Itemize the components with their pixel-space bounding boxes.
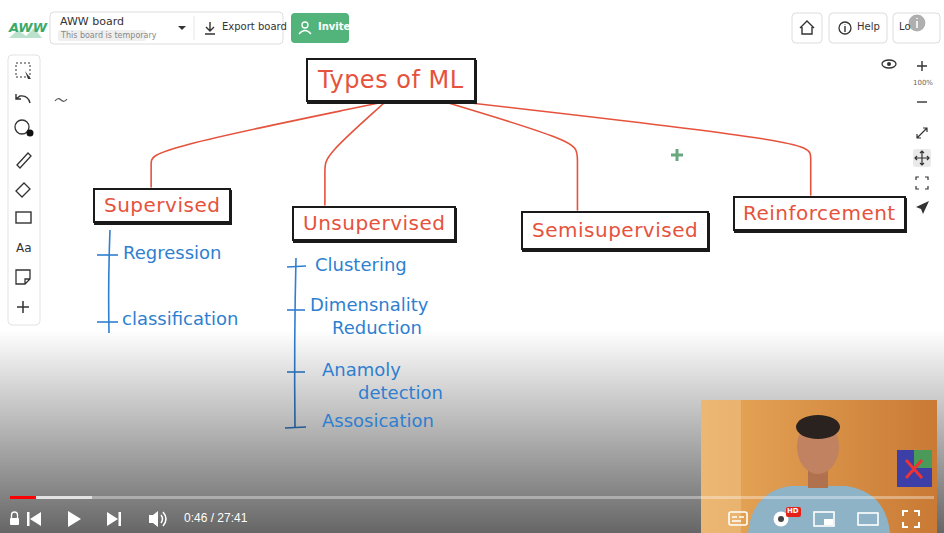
home-icon [800, 21, 814, 34]
export-icon [205, 22, 215, 34]
box-text: Types of ML [318, 65, 464, 95]
supervised-bracket [97, 230, 118, 333]
root-box: Types of ML [306, 58, 476, 102]
board-note: This board is temporary [61, 31, 157, 41]
box-text: Supervised [104, 193, 220, 218]
tool-text: Aa [16, 241, 32, 255]
zoom-in [917, 61, 927, 71]
hd-text: HD [787, 507, 799, 515]
branch-connector [151, 103, 379, 187]
move-tool [913, 149, 931, 167]
category-box: Reinforcement [733, 196, 906, 231]
rect-tool [16, 212, 31, 223]
category-box: Semisupervised [521, 211, 709, 250]
box-text: Unsupervised [303, 211, 445, 236]
add-tool [17, 301, 29, 313]
branch-item: Anamoly detection [322, 358, 468, 405]
branch-connector [471, 103, 811, 195]
branch-item: Dimensnality Reduction [310, 293, 462, 340]
help-button [829, 13, 887, 43]
info-icon [844, 24, 845, 32]
button-text: Export board [222, 21, 287, 33]
button-text: Help [857, 21, 880, 33]
pen-tool [17, 153, 31, 168]
undo-tool [16, 94, 30, 103]
send-icon [916, 201, 929, 214]
note-tool [16, 270, 30, 284]
box-text: Semisupervised [532, 218, 698, 243]
logout-button [893, 13, 940, 43]
video-time: 0:46 / 27:41 [184, 511, 247, 525]
select-tool [25, 71, 31, 79]
view-icon [882, 60, 896, 68]
category-box: Unsupervised [292, 206, 456, 241]
cursor-cross [671, 149, 683, 161]
eraser-tool [16, 183, 30, 197]
zoom-level: 100% [913, 79, 933, 87]
button-text: Lo [899, 21, 911, 33]
move-tool [915, 151, 929, 165]
player-shade [0, 330, 944, 533]
branch-connector [448, 103, 577, 210]
progress-buffer [10, 496, 92, 499]
hd-badge [786, 507, 801, 517]
view-icon [887, 62, 891, 66]
branch-item: Clustering [315, 254, 407, 276]
person-icon [302, 22, 308, 28]
focus-icon [916, 177, 928, 189]
player-controls [10, 511, 919, 527]
box-text: Reinforcement [743, 201, 896, 226]
redo-tool [55, 99, 67, 102]
person-icon [299, 31, 311, 35]
divider [194, 16, 195, 40]
fit-icon [917, 128, 927, 138]
branch-item: Regression [123, 242, 221, 264]
branch-item: classification [122, 308, 238, 330]
color-tool [27, 130, 34, 137]
video-info-icon [916, 18, 918, 28]
home-button [792, 13, 822, 43]
logo-text: AWW [9, 20, 47, 36]
branch-item: Assosication [322, 410, 434, 432]
video-info-icon [908, 14, 926, 32]
progress-track [10, 496, 934, 499]
caret [178, 26, 186, 30]
category-box: Supervised [93, 188, 231, 223]
button-text: Invite [318, 21, 350, 33]
webcam-view [701, 400, 937, 533]
branch-connector [325, 103, 384, 205]
info-icon [839, 22, 851, 34]
progress-played [10, 496, 36, 499]
tool-panel [8, 55, 40, 325]
board-name: AWW board [60, 15, 124, 28]
zoom-out [917, 101, 927, 102]
